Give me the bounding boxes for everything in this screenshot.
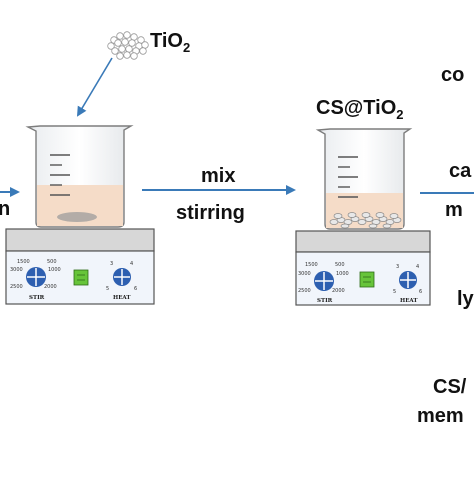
speed-tick: 3000 [10,267,23,273]
speed-tick: 500 [335,262,345,268]
beaker-right [315,128,413,230]
heat-tick: 6 [419,289,422,295]
heat-tick: 3 [110,261,113,267]
heat-knob-icon: 3 4 5 6 HEAT [106,261,137,301]
speed-tick: 2000 [44,284,57,290]
beaker-left [25,125,134,228]
mix-label: mix [201,165,236,187]
stir-knob-icon: 1500 500 3000 1000 2500 2000 STIR [10,259,61,301]
heat-tick: 5 [393,289,396,295]
stirring-label: stirring [176,202,245,224]
heat-tick: 4 [130,261,133,267]
speed-tick: 1000 [48,267,61,273]
right-ca-label: ca [449,160,472,182]
right-co-label: co [441,64,465,86]
magnetic-stirrer-left: 1500 500 3000 1000 2500 2000 STIR 3 4 5 … [5,228,155,305]
beaker-graduation-left [50,154,70,196]
speed-tick: 2000 [332,288,345,294]
tio2-particles-icon [107,31,149,60]
heat-tick: 6 [134,286,137,292]
right-cs-label: CS/ [433,376,467,398]
heat-tick: 4 [416,264,419,270]
heat-label: HEAT [400,298,418,304]
speed-tick: 500 [47,259,57,265]
tio2-label: TiO2 [150,30,191,55]
cs-tio2-label: CS@TiO2 [316,97,404,122]
right-m-label: m [445,199,463,221]
speed-tick: 3000 [298,271,311,277]
speed-tick: 1500 [17,259,30,265]
right-ly-label: ly [457,288,474,310]
right-mem-label: mem [417,405,464,427]
heat-tick: 5 [106,286,109,292]
arrow-tio2-to-beaker [76,57,113,117]
speed-tick: 2500 [298,288,311,294]
speed-tick: 1000 [336,271,349,277]
magnetic-stirrer-right: 1500 500 3000 1000 2500 2000 STIR 3 4 5 … [295,230,431,306]
stir-knob-icon: 1500 500 3000 1000 2500 2000 STIR [298,262,349,304]
temperature-display [73,269,89,286]
heat-tick: 3 [396,264,399,270]
left-cut-label: n [0,198,11,220]
stir-label: STIR [317,298,333,304]
heat-label: HEAT [113,295,131,301]
heat-knob-icon: 3 4 5 6 HEAT [393,264,422,304]
cs-tio2-particles-icon [329,212,402,229]
speed-tick: 1500 [305,262,318,268]
temperature-display [359,271,375,288]
stir-bar-left [57,212,97,222]
speed-tick: 2500 [10,284,23,290]
stir-label: STIR [29,295,45,301]
beaker-graduation-right [338,156,358,198]
